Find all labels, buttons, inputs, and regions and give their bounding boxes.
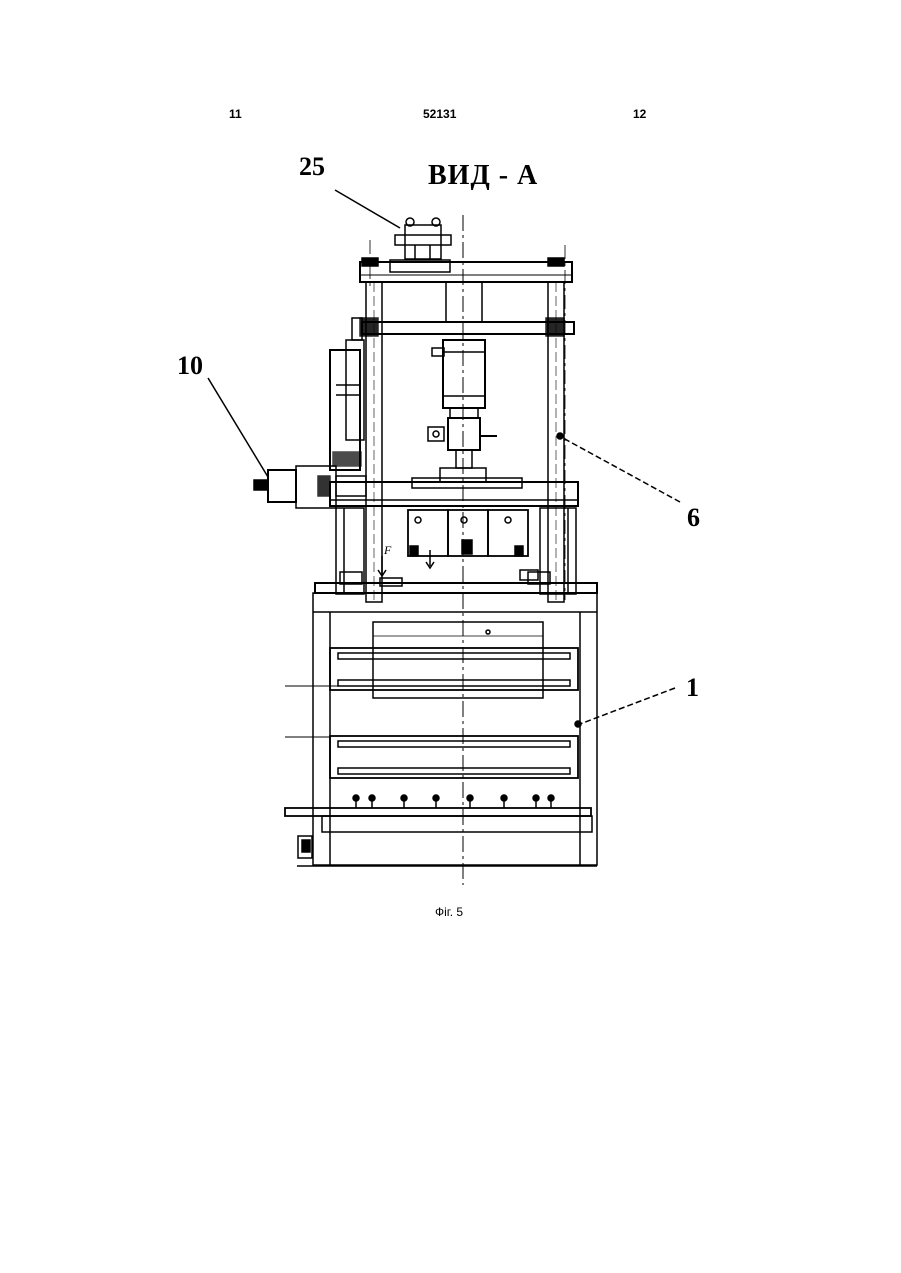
motor-unit-10 — [254, 466, 366, 508]
callout-10: 10 — [177, 351, 203, 381]
drawer-handle-lower — [330, 736, 578, 778]
middle-crossbar — [360, 318, 574, 336]
bottom-rail — [285, 795, 592, 858]
slide-table — [330, 468, 578, 594]
base-frame-1 — [313, 593, 597, 865]
callout-25: 25 — [299, 152, 325, 182]
leader-25 — [335, 190, 400, 228]
leader-6 — [563, 438, 680, 502]
leader-10 — [208, 378, 268, 477]
leader-1 — [580, 688, 675, 724]
top-plate — [360, 258, 572, 282]
callout-dot-1 — [575, 721, 581, 727]
clamp-blocks — [378, 510, 538, 586]
force-label: F — [383, 543, 392, 557]
figure-caption: Фіг. 5 — [435, 905, 463, 919]
cylinder-25 — [395, 218, 451, 260]
callout-6: 6 — [687, 503, 700, 533]
left-actuator — [330, 318, 364, 470]
callout-dot-6 — [557, 433, 563, 439]
drawer-handle-upper — [330, 648, 578, 690]
callout-1: 1 — [686, 673, 699, 703]
